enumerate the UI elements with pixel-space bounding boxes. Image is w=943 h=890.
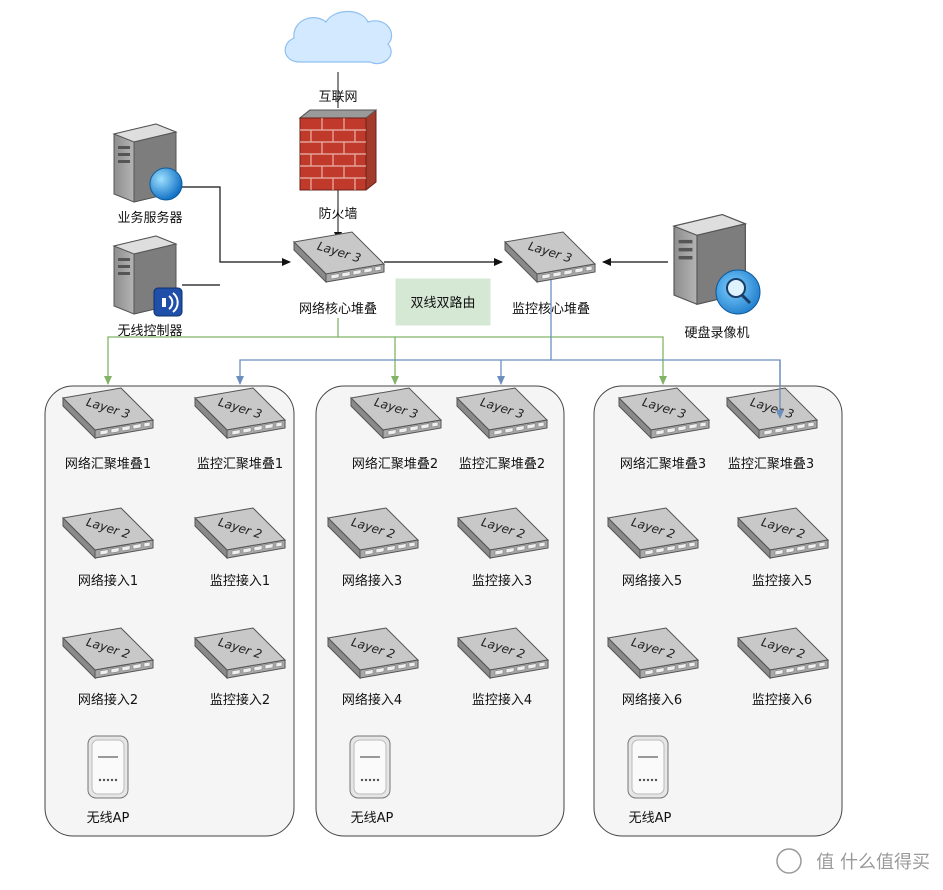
- mon-agg-switch-2: Layer 3: [456, 387, 548, 439]
- watermark-logo-icon: [776, 848, 802, 874]
- net-acc-label-1: 网络接入1: [78, 573, 138, 589]
- net-acc-label-6: 网络接入6: [622, 692, 682, 708]
- group-box: [315, 385, 565, 837]
- wireless-controller: [113, 235, 183, 317]
- mon-acc-switch-6: Layer 2: [737, 627, 829, 679]
- net-acc-switch-1: Layer 2: [62, 507, 154, 559]
- net-acc-label-4: 网络接入4: [342, 692, 402, 708]
- firewall: [298, 109, 378, 191]
- net-acc-switch-3: Layer 2: [327, 507, 419, 559]
- net-acc-label-2: 网络接入2: [78, 692, 138, 708]
- net-agg-switch-2: Layer 3: [350, 387, 442, 439]
- note-box: [395, 278, 491, 326]
- mon-acc-switch-1: Layer 2: [194, 507, 286, 559]
- net-acc-switch-2: Layer 2: [62, 627, 154, 679]
- internet-cloud: [284, 10, 393, 65]
- mon-acc-label-3: 监控接入3: [472, 573, 532, 589]
- monitor-core-switch: Layer 3: [504, 231, 596, 283]
- access-point-icon: [627, 735, 669, 799]
- mon-agg-switch-3: Layer 3: [726, 387, 818, 439]
- internet-label: 互联网: [318, 90, 357, 105]
- watermark: 值 什么值得买: [776, 848, 930, 874]
- wireless-ap-3: [627, 735, 669, 799]
- server-core-link: [182, 186, 291, 266]
- wireless-ap-2: [349, 735, 391, 799]
- dual-route-note: 双线双路由: [395, 278, 491, 326]
- wireless-signal-icon: [153, 287, 183, 317]
- nvr-label: 硬盘录像机: [684, 325, 749, 341]
- group-box: [44, 385, 295, 837]
- net-acc-label-5: 网络接入5: [622, 573, 682, 589]
- mon-acc-label-4: 监控接入4: [472, 692, 532, 708]
- nvr: [673, 214, 761, 315]
- group-3: Layer 3 网络汇聚堆叠3 Layer 3 监控汇聚堆叠3 Layer 2 …: [593, 385, 843, 837]
- net-agg-label-2: 网络汇聚堆叠2: [352, 456, 438, 472]
- ap-label-1: 无线AP: [87, 811, 130, 826]
- mon-acc-switch-4: Layer 2: [457, 627, 549, 679]
- note-text: 双线双路由: [410, 295, 475, 311]
- wireless-ap-1: [87, 735, 129, 799]
- mon-acc-label-5: 监控接入5: [752, 573, 812, 589]
- watermark-text: 值 什么值得买: [816, 852, 930, 873]
- network-core-switch: Layer 3: [293, 231, 385, 283]
- firewall-label: 防火墙: [318, 206, 357, 222]
- group-1: Layer 3 网络汇聚堆叠1 Layer 3 监控汇聚堆叠1 Layer 2 …: [44, 385, 295, 837]
- mon-agg-switch-1: Layer 3: [194, 387, 286, 439]
- group-box: [593, 385, 843, 837]
- mon-acc-switch-3: Layer 2: [457, 507, 549, 559]
- access-point-icon: [87, 735, 129, 799]
- ap-label-2: 无线AP: [351, 811, 394, 826]
- business-server-label: 业务服务器: [117, 210, 182, 226]
- mon-acc-label-1: 监控接入1: [210, 573, 270, 589]
- globe-icon: [149, 167, 183, 201]
- mon-agg-label-3: 监控汇聚堆叠3: [728, 457, 814, 472]
- wireless-controller-label: 无线控制器: [117, 324, 182, 339]
- net-acc-label-3: 网络接入3: [342, 573, 402, 589]
- net-agg-switch-3: Layer 3: [618, 387, 710, 439]
- cloud-icon: [284, 10, 393, 65]
- mon-acc-label-2: 监控接入2: [210, 692, 270, 708]
- green-uplinks: [104, 318, 667, 385]
- mon-acc-label-6: 监控接入6: [752, 692, 812, 708]
- group-2: Layer 3 网络汇聚堆叠2 Layer 3 监控汇聚堆叠2 Layer 2 …: [315, 385, 565, 837]
- network-core-label: 网络核心堆叠: [299, 301, 377, 317]
- net-acc-switch-4: Layer 2: [327, 627, 419, 679]
- business-server: [113, 123, 183, 203]
- access-point-icon: [349, 735, 391, 799]
- ap-label-3: 无线AP: [629, 811, 672, 826]
- mon-agg-label-2: 监控汇聚堆叠2: [459, 457, 545, 472]
- net-agg-label-3: 网络汇聚堆叠3: [620, 456, 706, 472]
- net-agg-label-1: 网络汇聚堆叠1: [65, 456, 151, 472]
- monitor-core-label: 监控核心堆叠: [512, 302, 590, 317]
- magnifier-icon: [715, 269, 761, 315]
- net-agg-switch-1: Layer 3: [62, 387, 154, 439]
- net-acc-switch-5: Layer 2: [607, 507, 699, 559]
- net-acc-switch-6: Layer 2: [607, 627, 699, 679]
- mon-acc-switch-5: Layer 2: [737, 507, 829, 559]
- mon-acc-switch-2: Layer 2: [194, 627, 286, 679]
- mon-agg-label-1: 监控汇聚堆叠1: [197, 457, 283, 472]
- firewall-icon: [298, 109, 378, 191]
